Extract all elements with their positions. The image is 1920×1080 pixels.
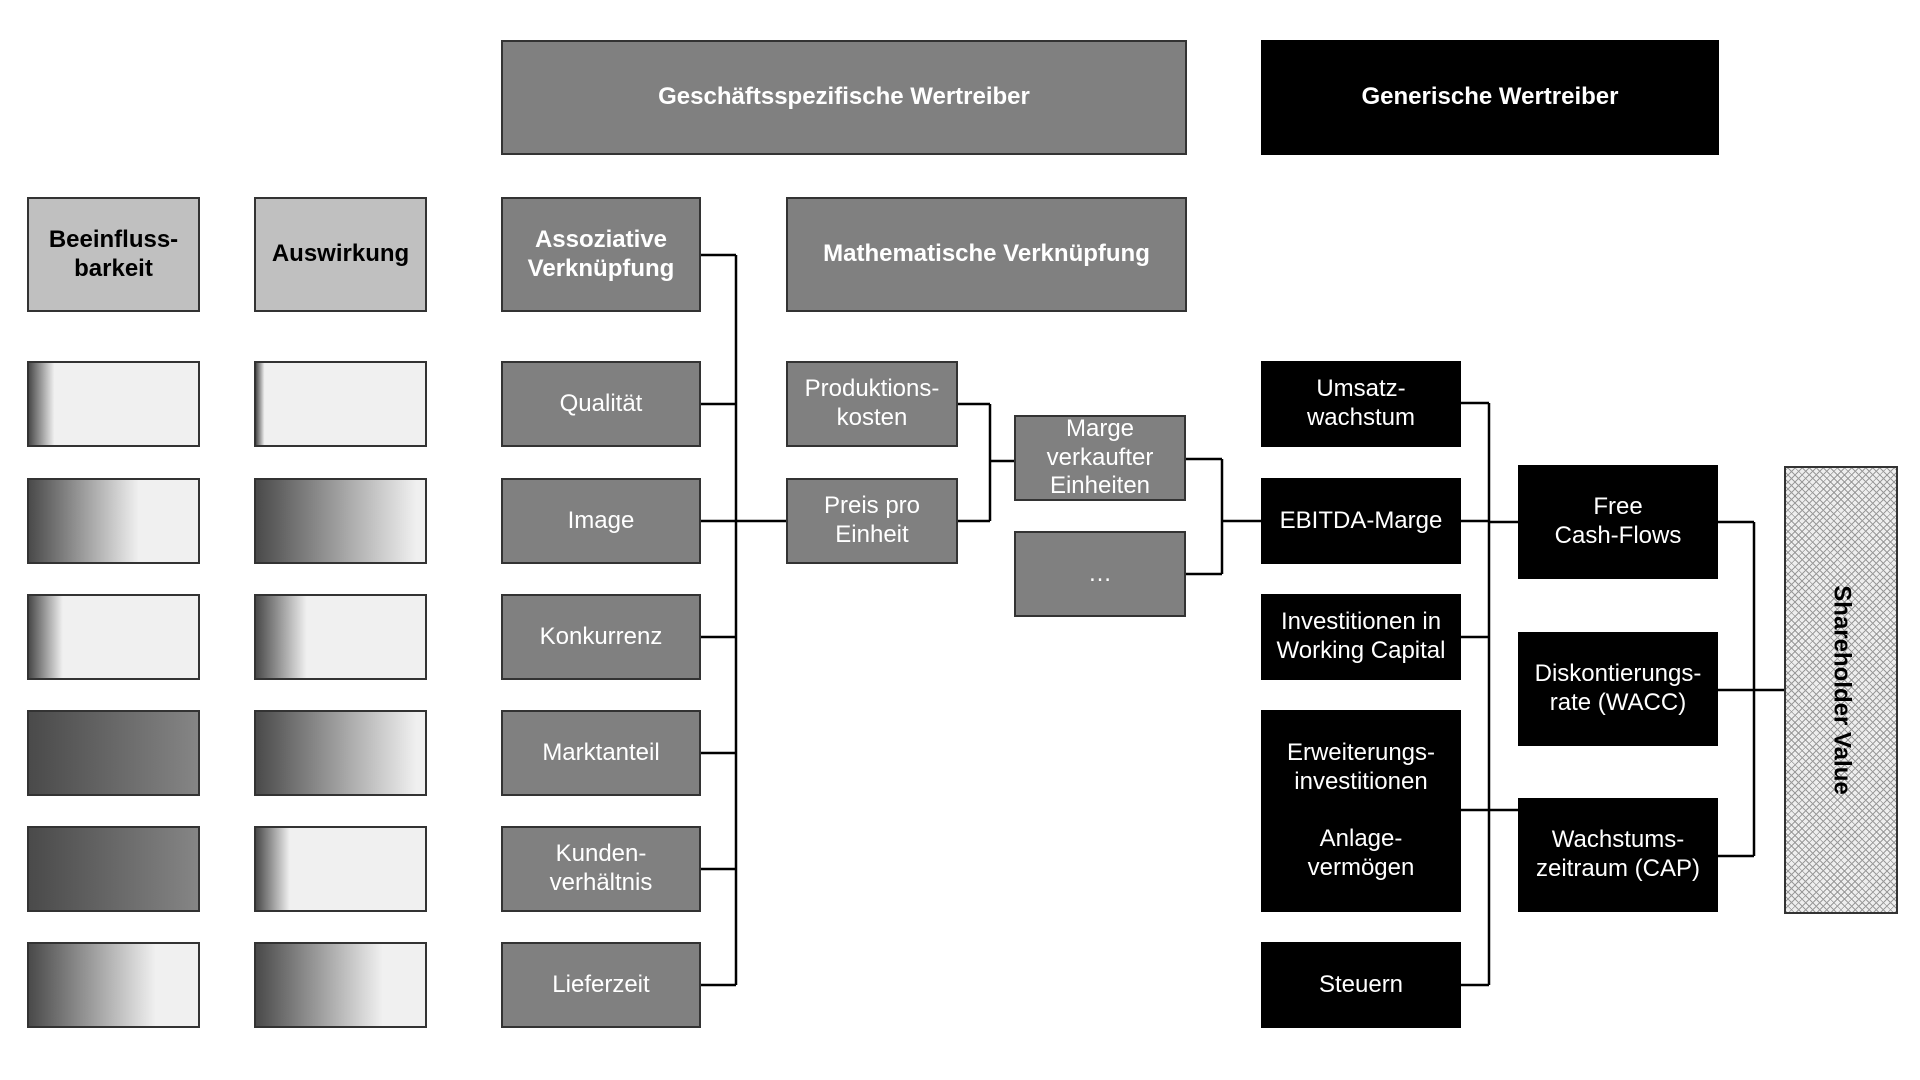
margin-sold-units-box: Marge verkaufter Einheiten [1014, 415, 1186, 501]
shareholder-value-box: Shareholder Value [1784, 466, 1898, 914]
influence-swatch [27, 942, 200, 1028]
influence-swatch [27, 826, 200, 912]
influence-swatch [27, 710, 200, 796]
influence-swatch [27, 361, 200, 447]
mathematical-link-header: Mathematische Verknüpfung [786, 197, 1187, 312]
revenue-growth-box: Umsatz- wachstum [1261, 361, 1461, 447]
generic-drivers-header: Generische Wertreiber [1261, 40, 1719, 155]
production-costs-box: Produktions- kosten [786, 361, 958, 447]
impact-swatch [254, 478, 427, 564]
working-capital-box: Investitionen in Working Capital [1261, 594, 1461, 680]
growth-period-box: Wachstums- zeitraum (CAP) [1518, 798, 1718, 912]
associative-link-header: Assoziative Verknüpfung [501, 197, 701, 312]
business-drivers-header: Geschäftsspezifische Wertreiber [501, 40, 1187, 155]
free-cash-flows-box: Free Cash-Flows [1518, 465, 1718, 579]
driver-competition: Konkurrenz [501, 594, 701, 680]
impact-header: Auswirkung [254, 197, 427, 312]
impact-swatch [254, 710, 427, 796]
ellipsis-box: … [1014, 531, 1186, 617]
discount-rate-box: Diskontierungs- rate (WACC) [1518, 632, 1718, 746]
expansion-investment-box: Erweiterungs- investitionen Anlage- verm… [1261, 710, 1461, 912]
impact-swatch [254, 361, 427, 447]
impact-swatch [254, 942, 427, 1028]
influence-swatch [27, 478, 200, 564]
driver-customer-relationship: Kunden- verhältnis [501, 826, 701, 912]
impact-swatch [254, 594, 427, 680]
ebitda-margin-box: EBITDA-Marge [1261, 478, 1461, 564]
influence-header: Beeinfluss- barkeit [27, 197, 200, 312]
price-per-unit-box: Preis pro Einheit [786, 478, 958, 564]
driver-delivery-time: Lieferzeit [501, 942, 701, 1028]
taxes-box: Steuern [1261, 942, 1461, 1028]
influence-swatch [27, 594, 200, 680]
impact-swatch [254, 826, 427, 912]
driver-quality: Qualität [501, 361, 701, 447]
shareholder-value-label: Shareholder Value [1828, 585, 1856, 795]
driver-market-share: Marktanteil [501, 710, 701, 796]
driver-image: Image [501, 478, 701, 564]
